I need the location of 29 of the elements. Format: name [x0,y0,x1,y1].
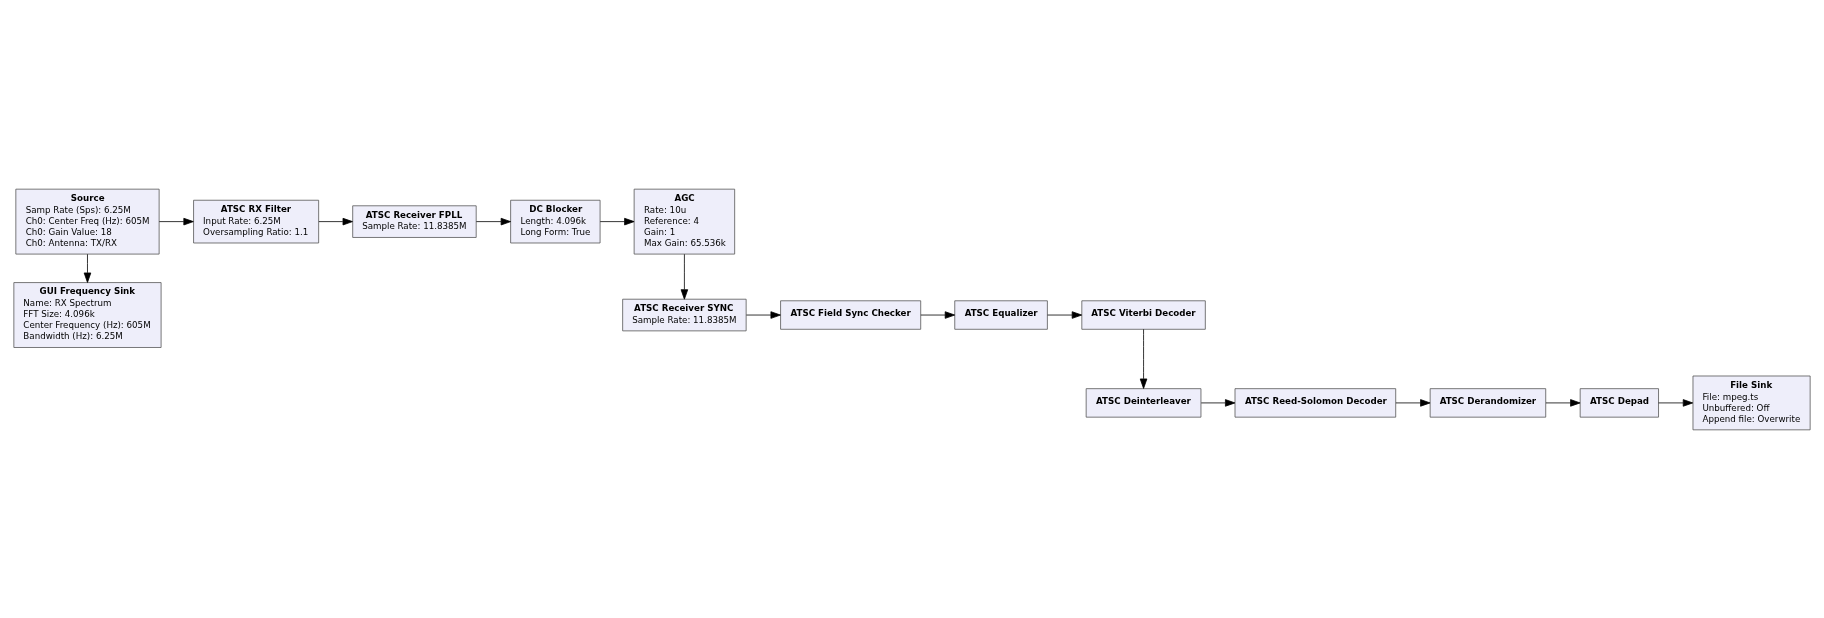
node-box: ATSC Reed-Solomon Decoder [1234,387,1397,418]
node-box: ATSC Depad [1579,387,1659,418]
node-box: ATSC Deinterleaver [1085,387,1202,418]
node-box: GUI Frequency Sink Name: RX Spectrum FFT Size: 4.096k Center Frequency (Hz): 605M Bandwidth (Hz): 6.25M [13,281,162,348]
arrow [920,310,956,319]
node-box: ATSC Derandomizer [1429,387,1547,418]
arrow [1139,328,1148,389]
node-box: ATSC Receiver FPLL Sample Rate: 11.8385M [352,204,477,238]
node-box: DC Blocker Length: 4.096k Long Form: True [510,199,601,243]
arrow [1047,310,1083,319]
arrow [318,217,353,225]
arrow [475,217,511,225]
node-box: ATSC Receiver SYNC Sample Rate: 11.8385M [622,298,747,331]
node-box: File Sink File: mpeg.ts Unbuffered: Off Append file: Overwrite [1692,375,1811,430]
node-box: ATSC Field Sync Checker [780,299,922,330]
arrow [1395,398,1431,407]
arrow [599,217,635,225]
arrow [746,310,781,319]
arrow [158,217,194,225]
node-box: ATSC Viterbi Decoder [1081,299,1206,330]
arrow [83,253,92,283]
arrow [680,253,689,300]
arrow [1200,398,1236,407]
arrow [1658,398,1694,407]
node-box: Source Samp Rate (Sps): 6.25M Ch0: Center Freq (Hz): 605M Ch0: Gain Value: 18 Ch0: Antenna: TX/RX [15,188,160,254]
arrow [1545,398,1581,407]
node-box: ATSC Equalizer [954,299,1048,330]
node-box: ATSC RX Filter Input Rate: 6.25M Oversampling Ratio: 1.1 [193,199,320,243]
node-box: AGC Rate: 10u Reference: 4 Gain: 1 Max Gain: 65.536k [633,188,736,254]
